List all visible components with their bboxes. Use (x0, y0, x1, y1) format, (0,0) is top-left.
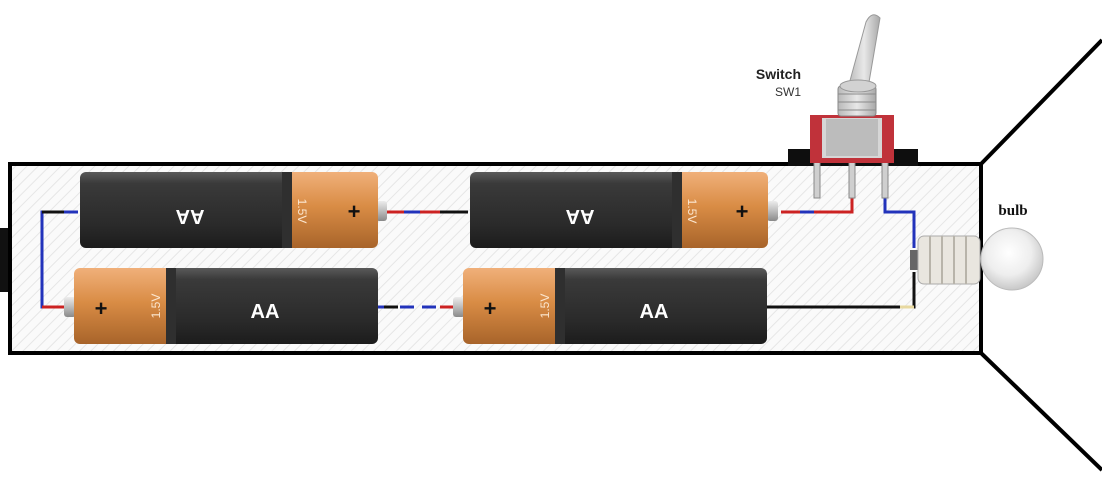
switch-label: Switch (756, 66, 801, 82)
battery-1-polarity: + (348, 199, 361, 224)
battery-3: + 1.5V AA (64, 268, 378, 344)
battery-2-voltage: 1.5V (685, 199, 699, 224)
reflector-upper-line (979, 38, 1102, 166)
battery-3-polarity: + (95, 296, 108, 321)
battery-4-voltage: 1.5V (538, 294, 552, 319)
switch-terminal-3 (881, 159, 889, 199)
reflector-lower-line (979, 351, 1102, 472)
toggle-switch[interactable] (810, 14, 894, 199)
battery-4-body (555, 268, 767, 344)
battery-4-polarity: + (484, 296, 497, 321)
battery-3-type: AA (251, 301, 280, 323)
switch-ref-label: SW1 (775, 85, 801, 99)
battery-2: AA 1.5V + (470, 172, 778, 248)
battery-1-type: AA (176, 205, 205, 227)
battery-1-nub (376, 201, 387, 221)
switch-terminal-1 (813, 159, 821, 199)
battery-2-body (470, 172, 680, 248)
battery-1-voltage: 1.5V (295, 199, 309, 224)
battery-1-body (80, 172, 290, 248)
switch-terminal-2 (848, 159, 856, 199)
battery-1: AA 1.5V + (80, 172, 387, 248)
battery-4-cap (463, 268, 563, 344)
battery-4-type: AA (640, 301, 669, 323)
battery-3-nub (64, 297, 76, 317)
battery-4: + 1.5V AA (453, 268, 767, 344)
bulb-contact (910, 250, 919, 270)
light-bulb (910, 227, 1044, 291)
battery-3-voltage: 1.5V (149, 294, 163, 319)
bulb-label: bulb (998, 203, 1027, 219)
bulb-base (917, 235, 981, 285)
battery-4-nub (453, 297, 465, 317)
battery-3-body (166, 268, 378, 344)
battery-3-cap (74, 268, 174, 344)
bulb-glass (980, 227, 1044, 291)
battery-2-nub (767, 201, 778, 221)
battery-1-cap (282, 172, 378, 248)
battery-2-type: AA (566, 205, 595, 227)
switch-lever[interactable] (847, 14, 881, 89)
battery-2-polarity: + (736, 199, 749, 224)
battery-2-cap (672, 172, 768, 248)
